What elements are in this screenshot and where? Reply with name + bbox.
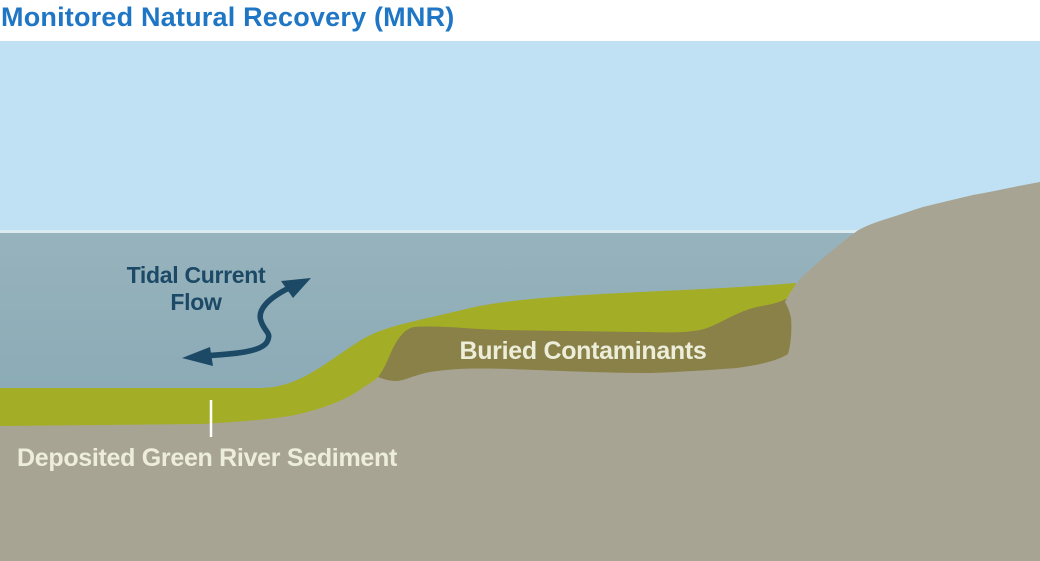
land-region [0, 182, 1040, 561]
page-title: Monitored Natural Recovery (MNR) [1, 2, 455, 32]
buried-contaminants-label: Buried Contaminants [459, 337, 706, 365]
buried-contaminants-layer [374, 299, 799, 391]
title-bar: Monitored Natural Recovery (MNR) [0, 0, 1040, 41]
mnr-cross-section-illustration: Tidal Current Flow Buried Contaminants D… [0, 41, 1040, 561]
arrow-head-up-right-icon [281, 278, 311, 298]
tidal-current-flow-label-line1: Tidal Current [127, 262, 266, 288]
deposited-sediment-label: Deposited Green River Sediment [17, 444, 398, 472]
tidal-current-flow-label-line2: Flow [170, 289, 222, 315]
green-sediment-layer [0, 283, 803, 434]
arrow-head-down-left-icon [182, 347, 213, 366]
tidal-flow-arrow [182, 278, 311, 366]
water-surface-line [0, 230, 1040, 233]
tidal-flow-arrow-curve [199, 284, 294, 359]
